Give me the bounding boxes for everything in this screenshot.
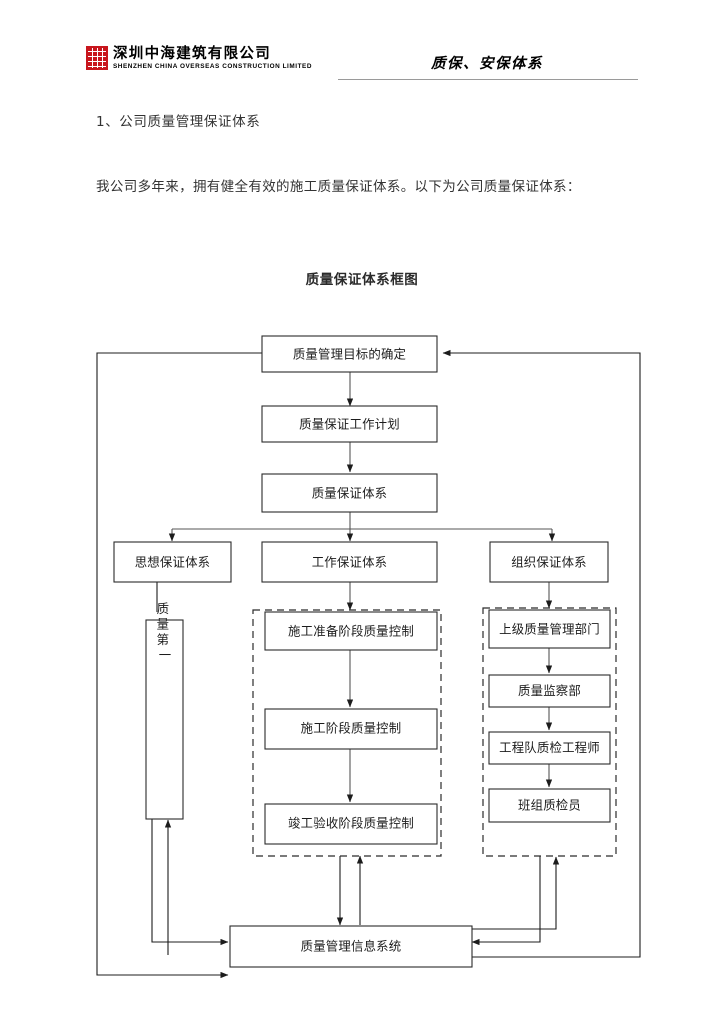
diagram-title: 质量保证体系框图 xyxy=(305,272,419,288)
node-branch-ideology[interactable] xyxy=(113,541,232,583)
node-org-4[interactable] xyxy=(488,788,611,823)
document-header-title: 质保、安保体系 xyxy=(431,56,543,72)
node-branch-org-label: 组织保证体系 xyxy=(511,555,587,570)
node-goal-label: 质量管理目标的确定 xyxy=(293,347,406,362)
work-system-group-outline xyxy=(252,609,442,857)
company-name-cn: 深圳中海建筑有限公司 xyxy=(113,46,271,62)
quality-first-char-2: 量 xyxy=(157,617,170,632)
node-quality-first[interactable] xyxy=(145,619,184,820)
company-logo-mark-icon xyxy=(86,46,108,70)
node-work-2[interactable] xyxy=(264,708,438,750)
node-org-3-label: 工程队质检工程师 xyxy=(499,740,600,755)
node-branch-org[interactable] xyxy=(489,541,609,583)
node-plan-label: 质量保证工作计划 xyxy=(299,417,400,432)
connector-info-to-org-group xyxy=(472,856,560,930)
node-system[interactable] xyxy=(261,473,438,513)
connector-outer-loop-left xyxy=(96,352,262,979)
node-work-1-label: 施工准备阶段质量控制 xyxy=(288,624,414,639)
quality-first-char-4: 一 xyxy=(159,648,172,663)
node-info-system-label: 质量管理信息系统 xyxy=(301,939,402,954)
node-goal[interactable] xyxy=(261,335,438,373)
node-org-1-label: 上级质量管理部门 xyxy=(499,622,600,637)
node-system-label: 质量保证体系 xyxy=(312,486,388,501)
node-info-system[interactable] xyxy=(229,925,473,968)
connector-org-group-to-info xyxy=(471,856,541,946)
node-org-4-label: 班组质检员 xyxy=(518,798,581,813)
page-header: 深圳中海建筑有限公司 SHENZHEN CHINA OVERSEAS CONST… xyxy=(86,46,638,80)
node-branch-work[interactable] xyxy=(261,541,438,583)
node-org-3[interactable] xyxy=(488,731,611,765)
node-work-1[interactable] xyxy=(264,611,438,651)
node-org-2[interactable] xyxy=(488,674,611,708)
node-work-3[interactable] xyxy=(264,803,438,845)
node-plan[interactable] xyxy=(261,405,438,443)
quality-first-char-3: 第 xyxy=(157,632,170,647)
node-work-3-label: 竣工验收阶段质量控制 xyxy=(288,816,414,831)
node-quality-first-label: 质 量 第 一 xyxy=(157,601,174,663)
node-branch-ideology-label: 思想保证体系 xyxy=(135,555,211,570)
company-logo: 深圳中海建筑有限公司 SHENZHEN CHINA OVERSEAS CONST… xyxy=(86,46,312,71)
org-system-group-outline xyxy=(482,607,617,857)
connector-outer-loop-right xyxy=(442,349,641,958)
node-org-1[interactable] xyxy=(488,609,611,649)
node-org-2-label: 质量监察部 xyxy=(518,683,581,698)
intro-paragraph: 我公司多年来，拥有健全有效的施工质量保证体系。以下为公司质量保证体系： xyxy=(96,179,581,195)
header-divider xyxy=(338,79,638,80)
node-branch-work-label: 工作保证体系 xyxy=(312,555,388,570)
node-work-2-label: 施工阶段质量控制 xyxy=(301,721,402,736)
quality-first-char-1: 质 xyxy=(157,601,170,616)
section-heading: 1、公司质量管理保证体系 xyxy=(96,114,261,130)
connector-quality-first-to-info xyxy=(151,819,229,946)
company-name-en: SHENZHEN CHINA OVERSEAS CONSTRUCTION LIM… xyxy=(113,63,313,70)
